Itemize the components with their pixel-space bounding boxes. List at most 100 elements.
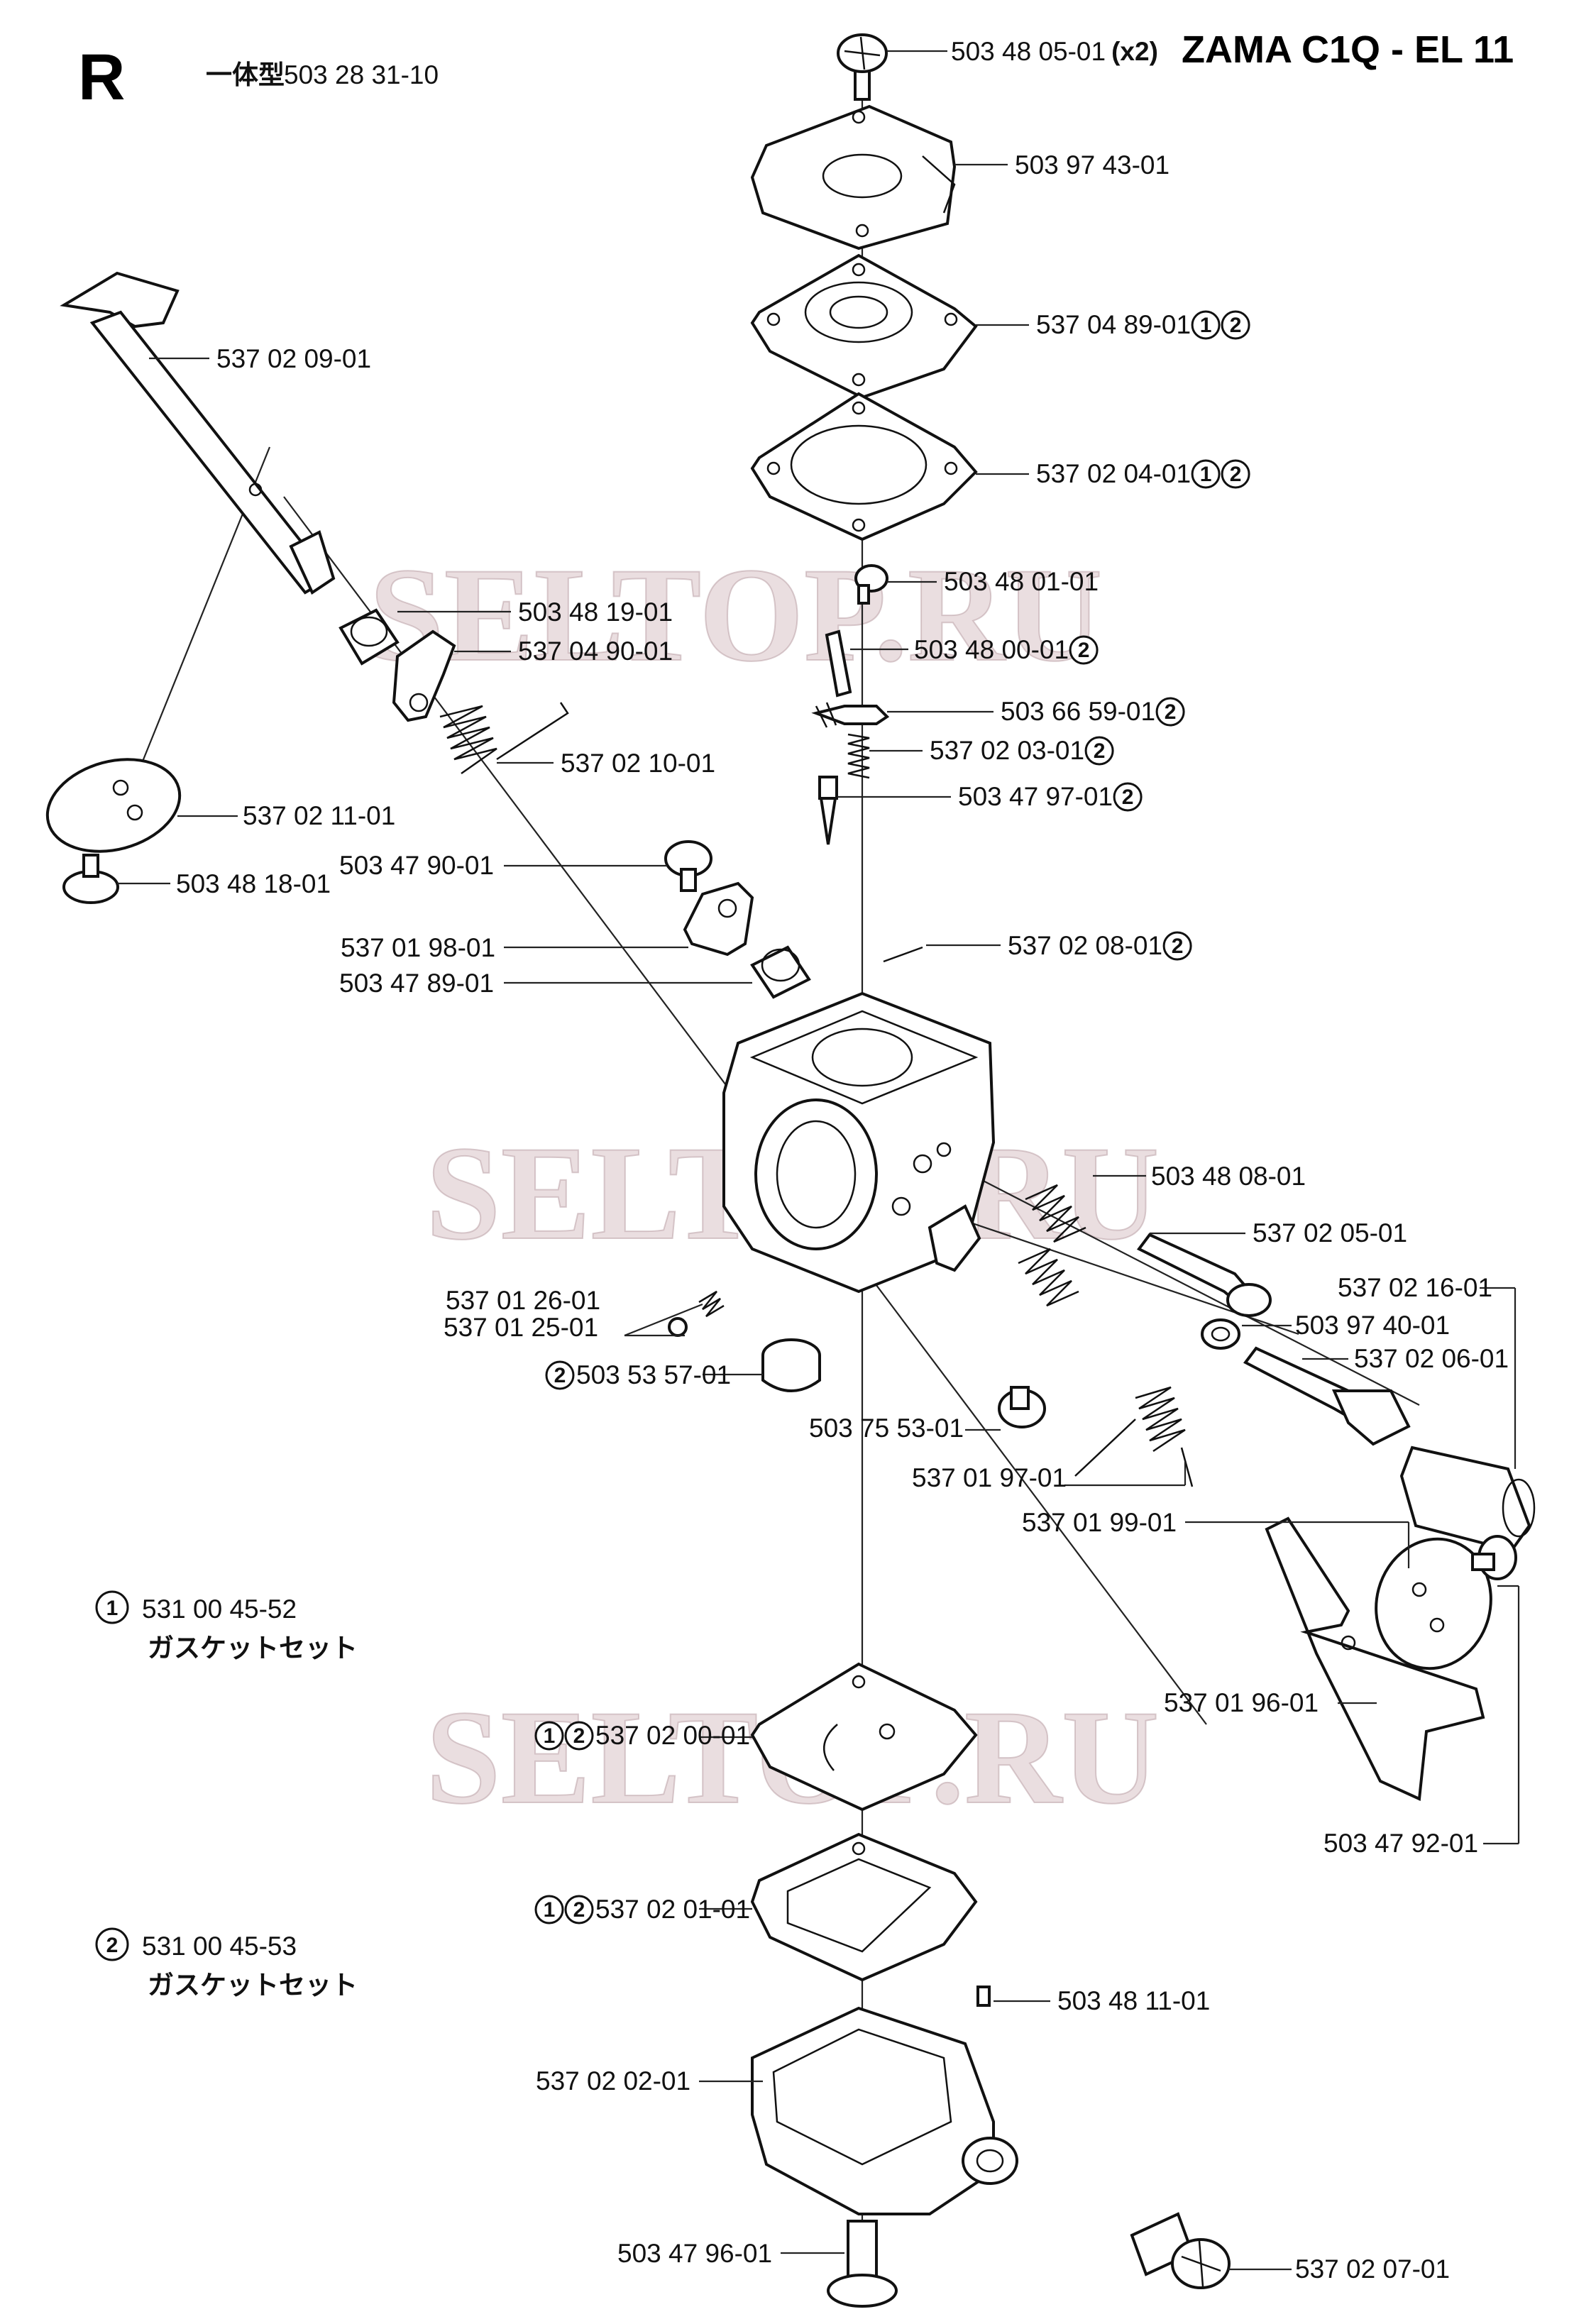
part-number: 537 04 89-01 [1036, 310, 1191, 339]
kit-mark-text: 1 [1200, 463, 1212, 486]
kit-mark [564, 1721, 594, 1751]
part-number: 503 47 90-01 [339, 851, 494, 880]
part-label: 503 97 40-01 [1295, 1311, 1450, 1340]
part-label: 537 02 02-01 [536, 2066, 690, 2096]
high-speed-needle-part [1243, 1346, 1411, 1446]
part-label: 537 02 10-01 [561, 749, 715, 778]
small-pin-part [883, 946, 923, 963]
svg-text:531 00 45-53: 531 00 45-53 [142, 1932, 297, 1961]
part-label: 503 47 89-01 [339, 969, 494, 998]
part-label: 503 75 53-01 [809, 1414, 964, 1443]
disc-screw-part [62, 854, 119, 904]
kit-mark-text: 2 [1230, 314, 1242, 337]
part-label: 537 04 90-01 [518, 637, 673, 666]
lever-screw-part [854, 564, 888, 605]
part-label: 503 48 01-01 [944, 567, 1099, 596]
part-label: 503 48 19-01 [518, 597, 673, 627]
part-label: 503 48 18-01 [176, 869, 331, 898]
kit-mark-text: 2 [1078, 639, 1090, 662]
part-label: 537 01 26-01 [446, 1286, 600, 1315]
part-number: 537 02 01-01 [595, 1895, 750, 1924]
kit-mark-text: 2 [1094, 739, 1106, 763]
kit-mark [1191, 459, 1221, 489]
label-leaders [117, 50, 1520, 2271]
choke-bushing-part [750, 945, 811, 999]
part-number: 503 47 92-01 [1323, 1829, 1478, 1858]
part-number: 537 02 11-01 [243, 801, 395, 830]
cover-pin-part [976, 1986, 991, 2007]
part-label: 503 47 90-01 [339, 851, 494, 880]
kit-mark [1069, 635, 1099, 665]
inlet-screen-part [761, 1338, 821, 1392]
part-number: 503 48 11-01 [1057, 1986, 1210, 2015]
part-number: 537 01 97-01 [912, 1463, 1067, 1492]
part-number: 537 02 09-01 [216, 344, 371, 373]
pump-cover-part [750, 104, 957, 250]
part-number: 503 75 53-01 [809, 1414, 964, 1443]
assembly-number: 503 28 31-10 [284, 60, 439, 89]
part-number: 503 48 19-01 [518, 597, 673, 627]
part-label: 503 47 96-01 [617, 2239, 772, 2268]
metering-lever-part [811, 702, 890, 728]
pump-diaphragm-part [750, 253, 978, 400]
throttle-shaft-part [60, 271, 336, 595]
part-label: 537 01 25-01 [444, 1313, 598, 1342]
part-number: 537 02 02-01 [536, 2066, 690, 2096]
kit-mark [1191, 310, 1221, 340]
kit-mark-text: 2 [1172, 935, 1184, 958]
part-number: 537 02 05-01 [1253, 1218, 1407, 1248]
part-number: 503 47 96-01 [617, 2239, 772, 2268]
kit-mark [1162, 931, 1192, 961]
carburetor-body-part [722, 991, 996, 1294]
low-speed-needle-part [1136, 1233, 1272, 1317]
lever-pin-part [825, 629, 852, 698]
assembly-label: 一体型 [206, 60, 285, 89]
kit-mark-text: 2 [1122, 786, 1134, 809]
part-number: 537 02 08-01 [1008, 931, 1162, 960]
jet-spring-part [698, 1290, 725, 1318]
metering-cover-part [751, 2006, 1018, 2215]
throttle-spring-part [439, 702, 569, 775]
kit-mark [564, 1895, 594, 1924]
metering-spring-part [847, 733, 870, 779]
kit-mark [1221, 310, 1250, 340]
part-label: 537 02 11-01 [243, 801, 395, 830]
part-number: 503 48 01-01 [944, 567, 1099, 596]
kit-mark [534, 1895, 564, 1924]
kit-mark-text: 2 [554, 1364, 566, 1387]
kit-mark [1221, 459, 1250, 489]
part-quantity: (x2) [1111, 37, 1158, 66]
adjust-spring-upper-part [1025, 1184, 1086, 1243]
disc-screw-lower-part [1471, 1535, 1517, 1580]
part-label: 503 47 92-01 [1323, 1829, 1478, 1858]
kit-mark [545, 1360, 575, 1390]
part-label: 503 48 11-01 [1057, 1986, 1210, 2015]
part-label: 537 01 96-01 [1164, 1688, 1319, 1717]
o-ring-part [1201, 1318, 1240, 1350]
svg-text:1: 1 [106, 1597, 119, 1620]
pump-gasket-part [750, 392, 978, 541]
kit-mark-text: 1 [544, 1898, 556, 1922]
part-number: 537 02 06-01 [1354, 1344, 1509, 1373]
throttle-lever-part [392, 629, 456, 722]
part-label: 537 01 99-01 [1022, 1508, 1177, 1537]
throttle-disc-lower-part [1375, 1537, 1492, 1670]
part-label: 503 48 05-01(x2) [951, 37, 1158, 66]
idle-screw-part [998, 1386, 1046, 1428]
cover-screw-part [837, 33, 888, 101]
part-number: 537 01 96-01 [1164, 1688, 1319, 1717]
part-number: 503 53 57-01 [576, 1360, 731, 1389]
kit-mark-text: 1 [1200, 314, 1212, 337]
svg-text:ガスケットセット: ガスケットセット [148, 1971, 358, 2000]
part-number: 537 01 98-01 [341, 933, 495, 962]
metering-gasket-part [750, 1662, 978, 1812]
part-number: 503 48 18-01 [176, 869, 331, 898]
section-letter: R [78, 41, 125, 114]
